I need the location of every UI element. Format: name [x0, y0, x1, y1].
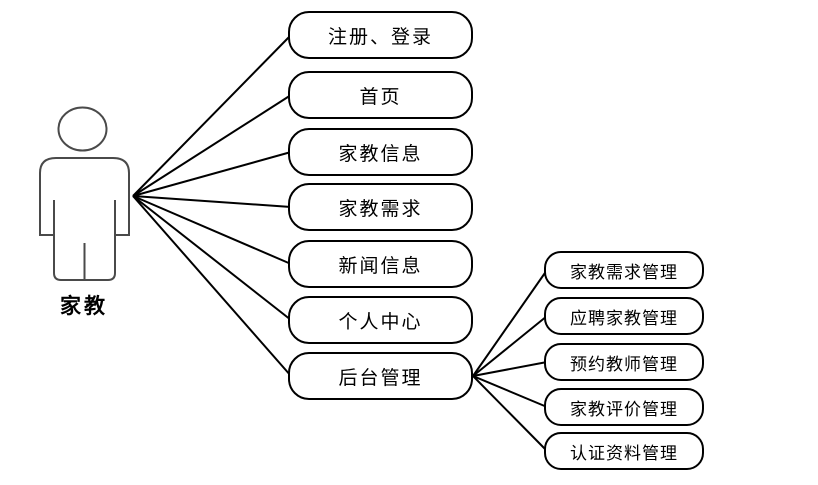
usecase-home: 首页 — [288, 71, 473, 119]
connector-line — [132, 195, 292, 208]
connector-line — [472, 361, 548, 377]
connector-line — [472, 375, 548, 452]
actor-person-icon — [39, 106, 130, 281]
connector-line — [132, 94, 292, 197]
actor-head — [57, 106, 108, 152]
actor-label: 家教 — [60, 295, 108, 318]
connector-line — [132, 195, 292, 377]
actor-torso-arms — [39, 157, 130, 236]
usecase-backend-admin: 后台管理 — [288, 352, 473, 400]
connector-line — [132, 151, 292, 197]
usecase-news-info: 新闻信息 — [288, 240, 473, 288]
usecase-tutor-demand-mgmt: 家教需求管理 — [544, 251, 704, 289]
usecase-personal-center: 个人中心 — [288, 296, 473, 344]
usecase-cert-material-mgmt: 认证资料管理 — [544, 432, 704, 470]
usecase-register-login: 注册、登录 — [288, 11, 473, 59]
usecase-tutor-info: 家教信息 — [288, 128, 473, 176]
connector-line — [472, 269, 548, 377]
connector-line — [132, 195, 292, 265]
connector-line — [132, 195, 292, 321]
usecase-apply-tutor-mgmt: 应聘家教管理 — [544, 297, 704, 335]
usecase-tutor-demand: 家教需求 — [288, 183, 473, 231]
admin-connector-group — [472, 269, 548, 452]
usecase-tutor-review-mgmt: 家教评价管理 — [544, 388, 704, 426]
usecase-reserve-teacher-mgmt: 预约教师管理 — [544, 343, 704, 381]
connector-line — [472, 375, 548, 408]
actor-connector-group — [132, 34, 292, 377]
connector-line — [132, 34, 292, 197]
connector-line — [472, 315, 548, 377]
